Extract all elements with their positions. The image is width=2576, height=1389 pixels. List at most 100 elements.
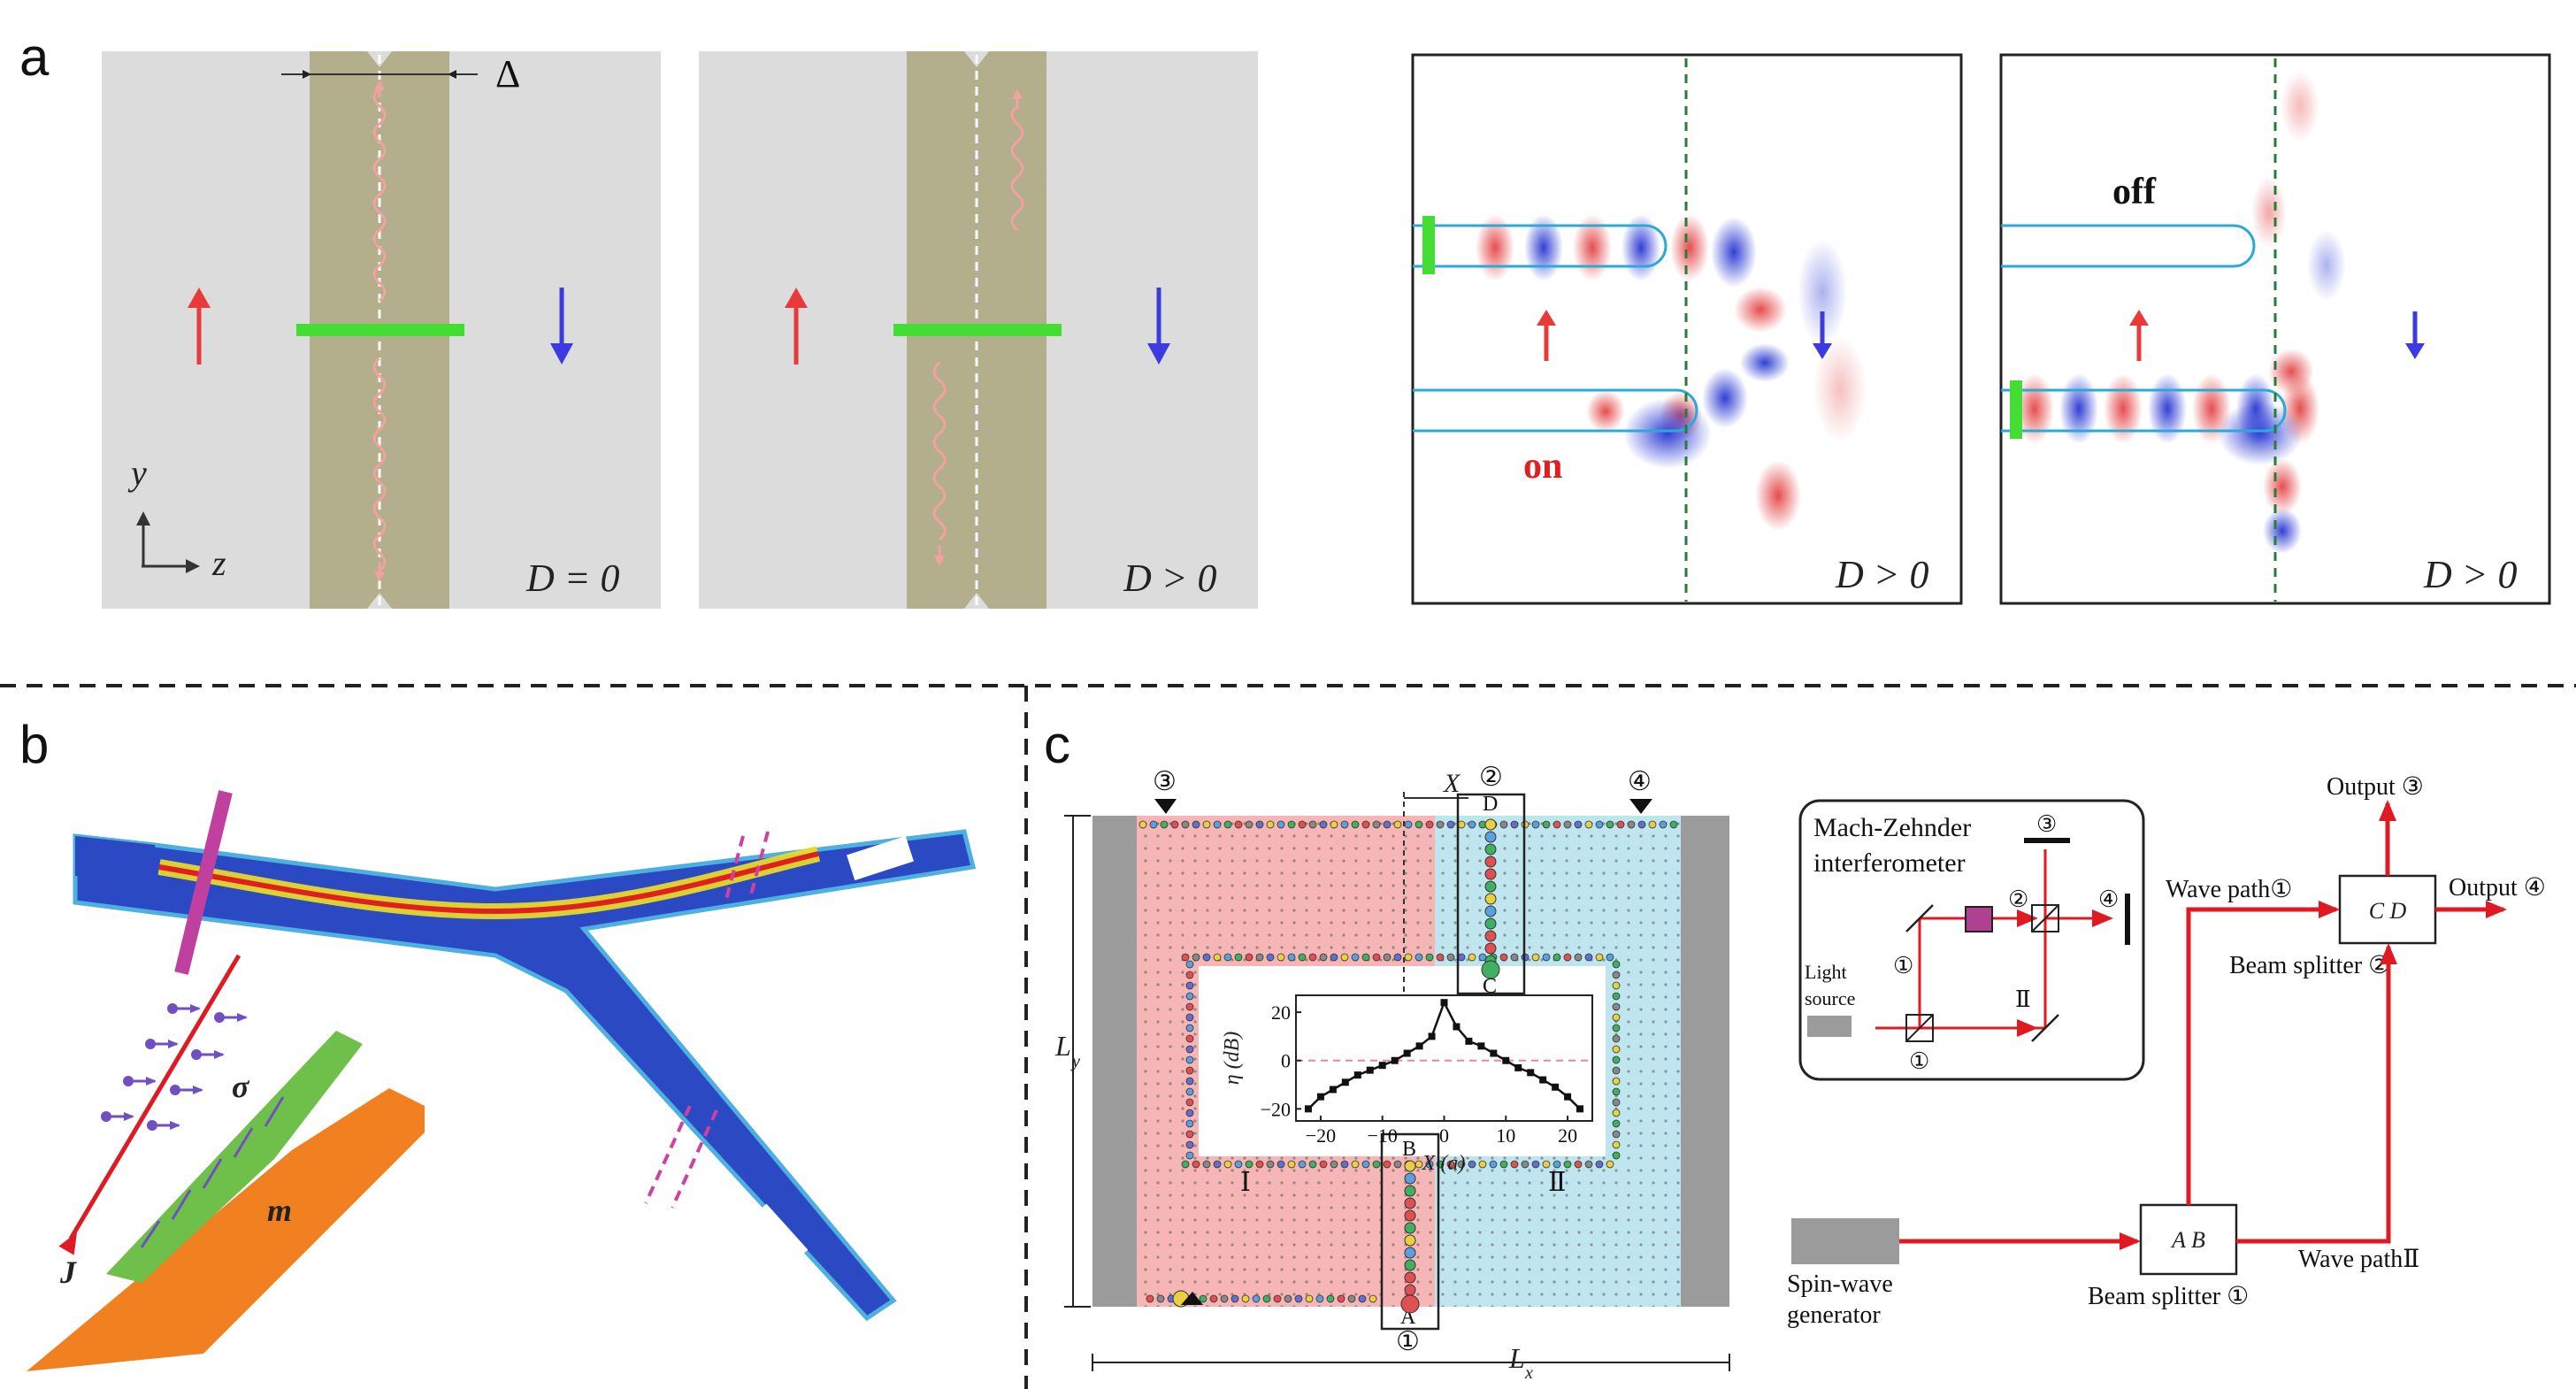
edge-site xyxy=(1192,820,1200,829)
mach-zehnder-box: Mach-Zehnder interferometer Light source… xyxy=(1798,799,2145,1081)
y-waveguide xyxy=(73,829,977,1322)
edge-site xyxy=(1484,942,1497,955)
edge-site xyxy=(1468,1160,1476,1169)
panel-a3: on D > 0 xyxy=(1411,53,1963,605)
spin-wave-generator-block xyxy=(1791,1218,1899,1264)
edge-site xyxy=(1484,856,1497,868)
edge-site xyxy=(1612,1130,1621,1139)
data-point xyxy=(1477,1042,1485,1050)
spin-wave-beam xyxy=(158,851,819,915)
edge-site xyxy=(1404,1160,1416,1172)
edge-site xyxy=(1612,992,1621,1001)
edge-site xyxy=(1648,820,1657,829)
edge-site xyxy=(1223,820,1232,829)
edge-site xyxy=(1213,1160,1222,1169)
edge-site xyxy=(1484,843,1497,856)
mz-mirror-2 xyxy=(2031,1014,2059,1042)
mz-title-line2: interferometer xyxy=(1813,848,1966,878)
edge-site xyxy=(1308,1160,1317,1169)
edge-site xyxy=(1542,953,1551,962)
beam-splitter-2-label: Beam splitter ② xyxy=(2229,952,2390,979)
data-point xyxy=(1391,1056,1399,1064)
edge-site xyxy=(1425,820,1434,829)
output3-label: Output ③ xyxy=(2327,773,2424,801)
edge-site xyxy=(1414,953,1423,962)
mz-beam-splitter-1 xyxy=(1905,1014,1934,1042)
mz-path2: Ⅱ xyxy=(2015,986,2031,1012)
edge-site xyxy=(1192,1160,1200,1169)
data-point xyxy=(1576,1105,1584,1113)
edge-site xyxy=(1383,1160,1392,1169)
mz-phase-shifter xyxy=(1965,906,1993,932)
edge-site xyxy=(1612,1098,1621,1107)
edge-site xyxy=(1400,1294,1420,1314)
spin-wave-down-shifted xyxy=(932,361,947,541)
data-point xyxy=(1502,1056,1510,1064)
edge-site xyxy=(1393,820,1402,829)
edge-site xyxy=(1484,831,1497,843)
region2-label: Ⅱ xyxy=(1548,1168,1566,1197)
edge-site xyxy=(1481,960,1500,979)
edge-site xyxy=(1542,1160,1551,1169)
edge-site xyxy=(1223,1160,1232,1169)
mz-title-line1: Mach-Zehnder xyxy=(1813,813,1971,842)
edge-site xyxy=(1160,820,1169,829)
x-offset-label: X xyxy=(1443,769,1461,798)
edge-site xyxy=(1230,1294,1239,1303)
edge-site xyxy=(1220,1294,1229,1303)
edge-site xyxy=(1510,953,1519,962)
edge-site xyxy=(1185,1119,1194,1128)
edge-site xyxy=(1266,1160,1275,1169)
generator-line2: generator xyxy=(1787,1301,1881,1329)
edge-site xyxy=(1425,1160,1434,1169)
edge-site xyxy=(1351,953,1360,962)
edge-site xyxy=(1521,1160,1530,1169)
edge-site xyxy=(1584,953,1593,962)
edge-site xyxy=(1361,953,1370,962)
edge-site xyxy=(1146,1294,1154,1303)
edge-site xyxy=(1574,953,1583,962)
port4-arrow xyxy=(1629,799,1652,814)
edge-site xyxy=(1255,953,1264,962)
edge-site xyxy=(1484,917,1497,930)
delta-label: Δ xyxy=(495,52,520,96)
edge-site xyxy=(1552,820,1561,829)
edge-site xyxy=(1468,820,1476,829)
edge-site xyxy=(1372,1160,1381,1169)
edge-site xyxy=(1595,1160,1604,1169)
edge-site xyxy=(1669,820,1678,829)
edge-site xyxy=(1185,1151,1194,1160)
edge-site xyxy=(1637,820,1646,829)
edge-site xyxy=(1315,1294,1324,1303)
edge-site xyxy=(1484,905,1497,917)
edge-site xyxy=(1510,820,1519,829)
edge-site xyxy=(1255,1160,1264,1169)
edge-site xyxy=(1404,1222,1416,1234)
edge-site xyxy=(1436,953,1445,962)
data-point xyxy=(1341,1078,1349,1086)
edge-site xyxy=(1531,1160,1540,1169)
edge-site xyxy=(1262,1294,1271,1303)
edge-site xyxy=(1181,953,1190,962)
edge-site xyxy=(1484,868,1497,880)
edge-site xyxy=(1287,1160,1296,1169)
edge-site xyxy=(1499,1160,1508,1169)
mz-port4: ④ xyxy=(2098,886,2119,912)
edge-site xyxy=(1185,992,1194,1001)
edge-site xyxy=(1185,1130,1194,1139)
edge-site xyxy=(1273,1294,1282,1303)
edge-site xyxy=(1245,1160,1254,1169)
edge-site xyxy=(1606,953,1614,962)
edge-site xyxy=(1612,1077,1621,1086)
edge-site xyxy=(1404,1271,1416,1284)
panel-a2-condition: D > 0 xyxy=(1123,556,1216,600)
edge-site xyxy=(1552,1160,1561,1169)
edge-site xyxy=(1404,1259,1416,1271)
edge-site xyxy=(1542,820,1551,829)
edge-site xyxy=(1383,953,1392,962)
data-point xyxy=(1465,1037,1473,1045)
beam-splitter-1-ports: A B xyxy=(2170,1227,2205,1253)
edge-site xyxy=(1330,953,1338,962)
